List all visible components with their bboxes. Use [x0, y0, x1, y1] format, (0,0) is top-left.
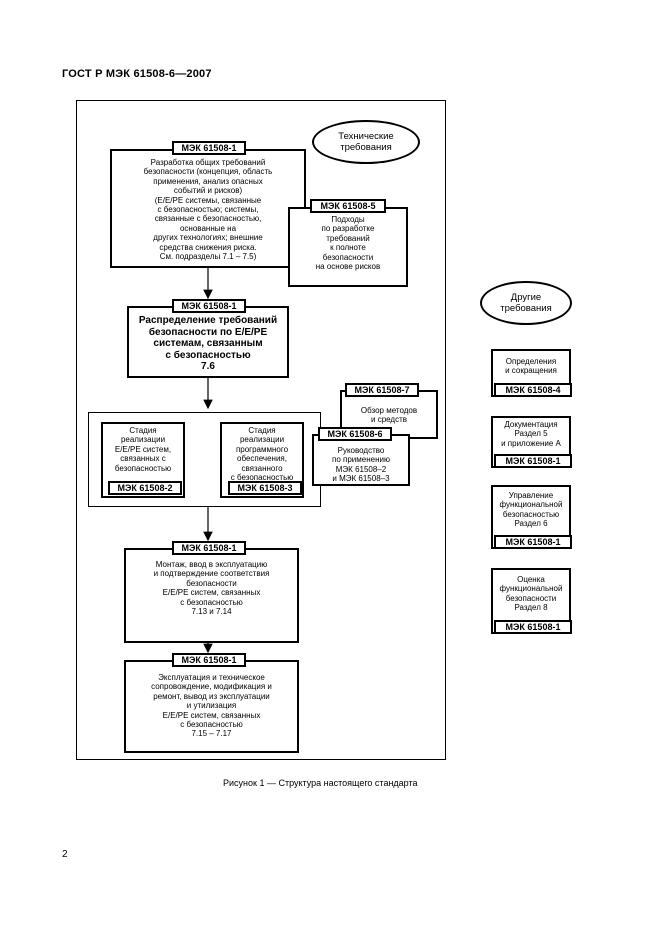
tag-iec-61508-3: МЭК 61508-3 [228, 481, 302, 495]
ellipse-technical-requirements: Технические требования [312, 120, 420, 164]
tag-iec-61508-1-side-doc: МЭК 61508-1 [494, 454, 572, 468]
box-allocation-requirements: Распределение требований безопасности по… [127, 306, 289, 378]
diagram-frame [76, 100, 446, 760]
box-risk-based-approaches: Подходы по разработке требований к полно… [288, 207, 408, 287]
tag-iec-61508-7: МЭК 61508-7 [345, 383, 419, 397]
tag-iec-61508-4: МЭК 61508-4 [494, 383, 572, 397]
ellipse-other-requirements: Другие требования [480, 281, 572, 325]
box-risk-based-approaches-text: Подходы по разработке требований к полно… [315, 215, 381, 272]
side-box-definitions-text: Определения и сокращения [505, 357, 557, 376]
box-overall-requirements-text: Разработка общих требований безопасности… [143, 158, 273, 262]
box-operation-maintenance: Эксплуатация и техническое сопровождение… [124, 660, 299, 753]
tag-iec-61508-1-side-fsa: МЭК 61508-1 [494, 620, 572, 634]
figure-caption: Рисунок 1 — Структура настоящего стандар… [223, 778, 418, 788]
box-sw-realisation-text: Стадия реализации программного обеспечен… [230, 426, 294, 483]
tag-iec-61508-1-c: МЭК 61508-1 [172, 541, 246, 555]
box-overall-requirements: Разработка общих требований безопасности… [110, 149, 306, 268]
box-installation-commissioning: Монтаж, ввод в эксплуатацию и подтвержде… [124, 548, 299, 643]
box-application-guidelines-text: Руководство по применению МЭК 61508–2 и … [332, 446, 390, 484]
tag-iec-61508-2: МЭК 61508-2 [108, 481, 182, 495]
tag-iec-61508-1-a: МЭК 61508-1 [172, 141, 246, 155]
page-number: 2 [62, 849, 68, 860]
box-methods-overview-text: Обзор методов и средств [360, 406, 418, 425]
box-operation-maintenance-text: Эксплуатация и техническое сопровождение… [151, 673, 272, 739]
side-box-fsm-text: Управление функциональной безопасностью … [499, 491, 563, 529]
tag-iec-61508-1-b: МЭК 61508-1 [172, 299, 246, 313]
side-box-documentation-text: Документация Раздел 5 и приложение А [501, 420, 561, 448]
document-header: ГОСТ Р МЭК 61508-6—2007 [62, 68, 212, 80]
tag-iec-61508-5: МЭК 61508-5 [310, 199, 386, 213]
tag-iec-61508-1-d: МЭК 61508-1 [172, 653, 246, 667]
side-box-fsa-text: Оценка функциональной безопасности Разде… [499, 575, 563, 613]
box-application-guidelines: Руководство по применению МЭК 61508–2 и … [312, 434, 410, 486]
tag-iec-61508-1-side-fsm: МЭК 61508-1 [494, 535, 572, 549]
tag-iec-61508-6: МЭК 61508-6 [318, 427, 392, 441]
box-allocation-requirements-text: Распределение требований безопасности по… [138, 315, 278, 372]
box-hw-realisation-text: Стадия реализации Е/Е/РЕ систем, связанн… [114, 426, 172, 473]
box-installation-commissioning-text: Монтаж, ввод в эксплуатацию и подтвержде… [153, 560, 270, 617]
